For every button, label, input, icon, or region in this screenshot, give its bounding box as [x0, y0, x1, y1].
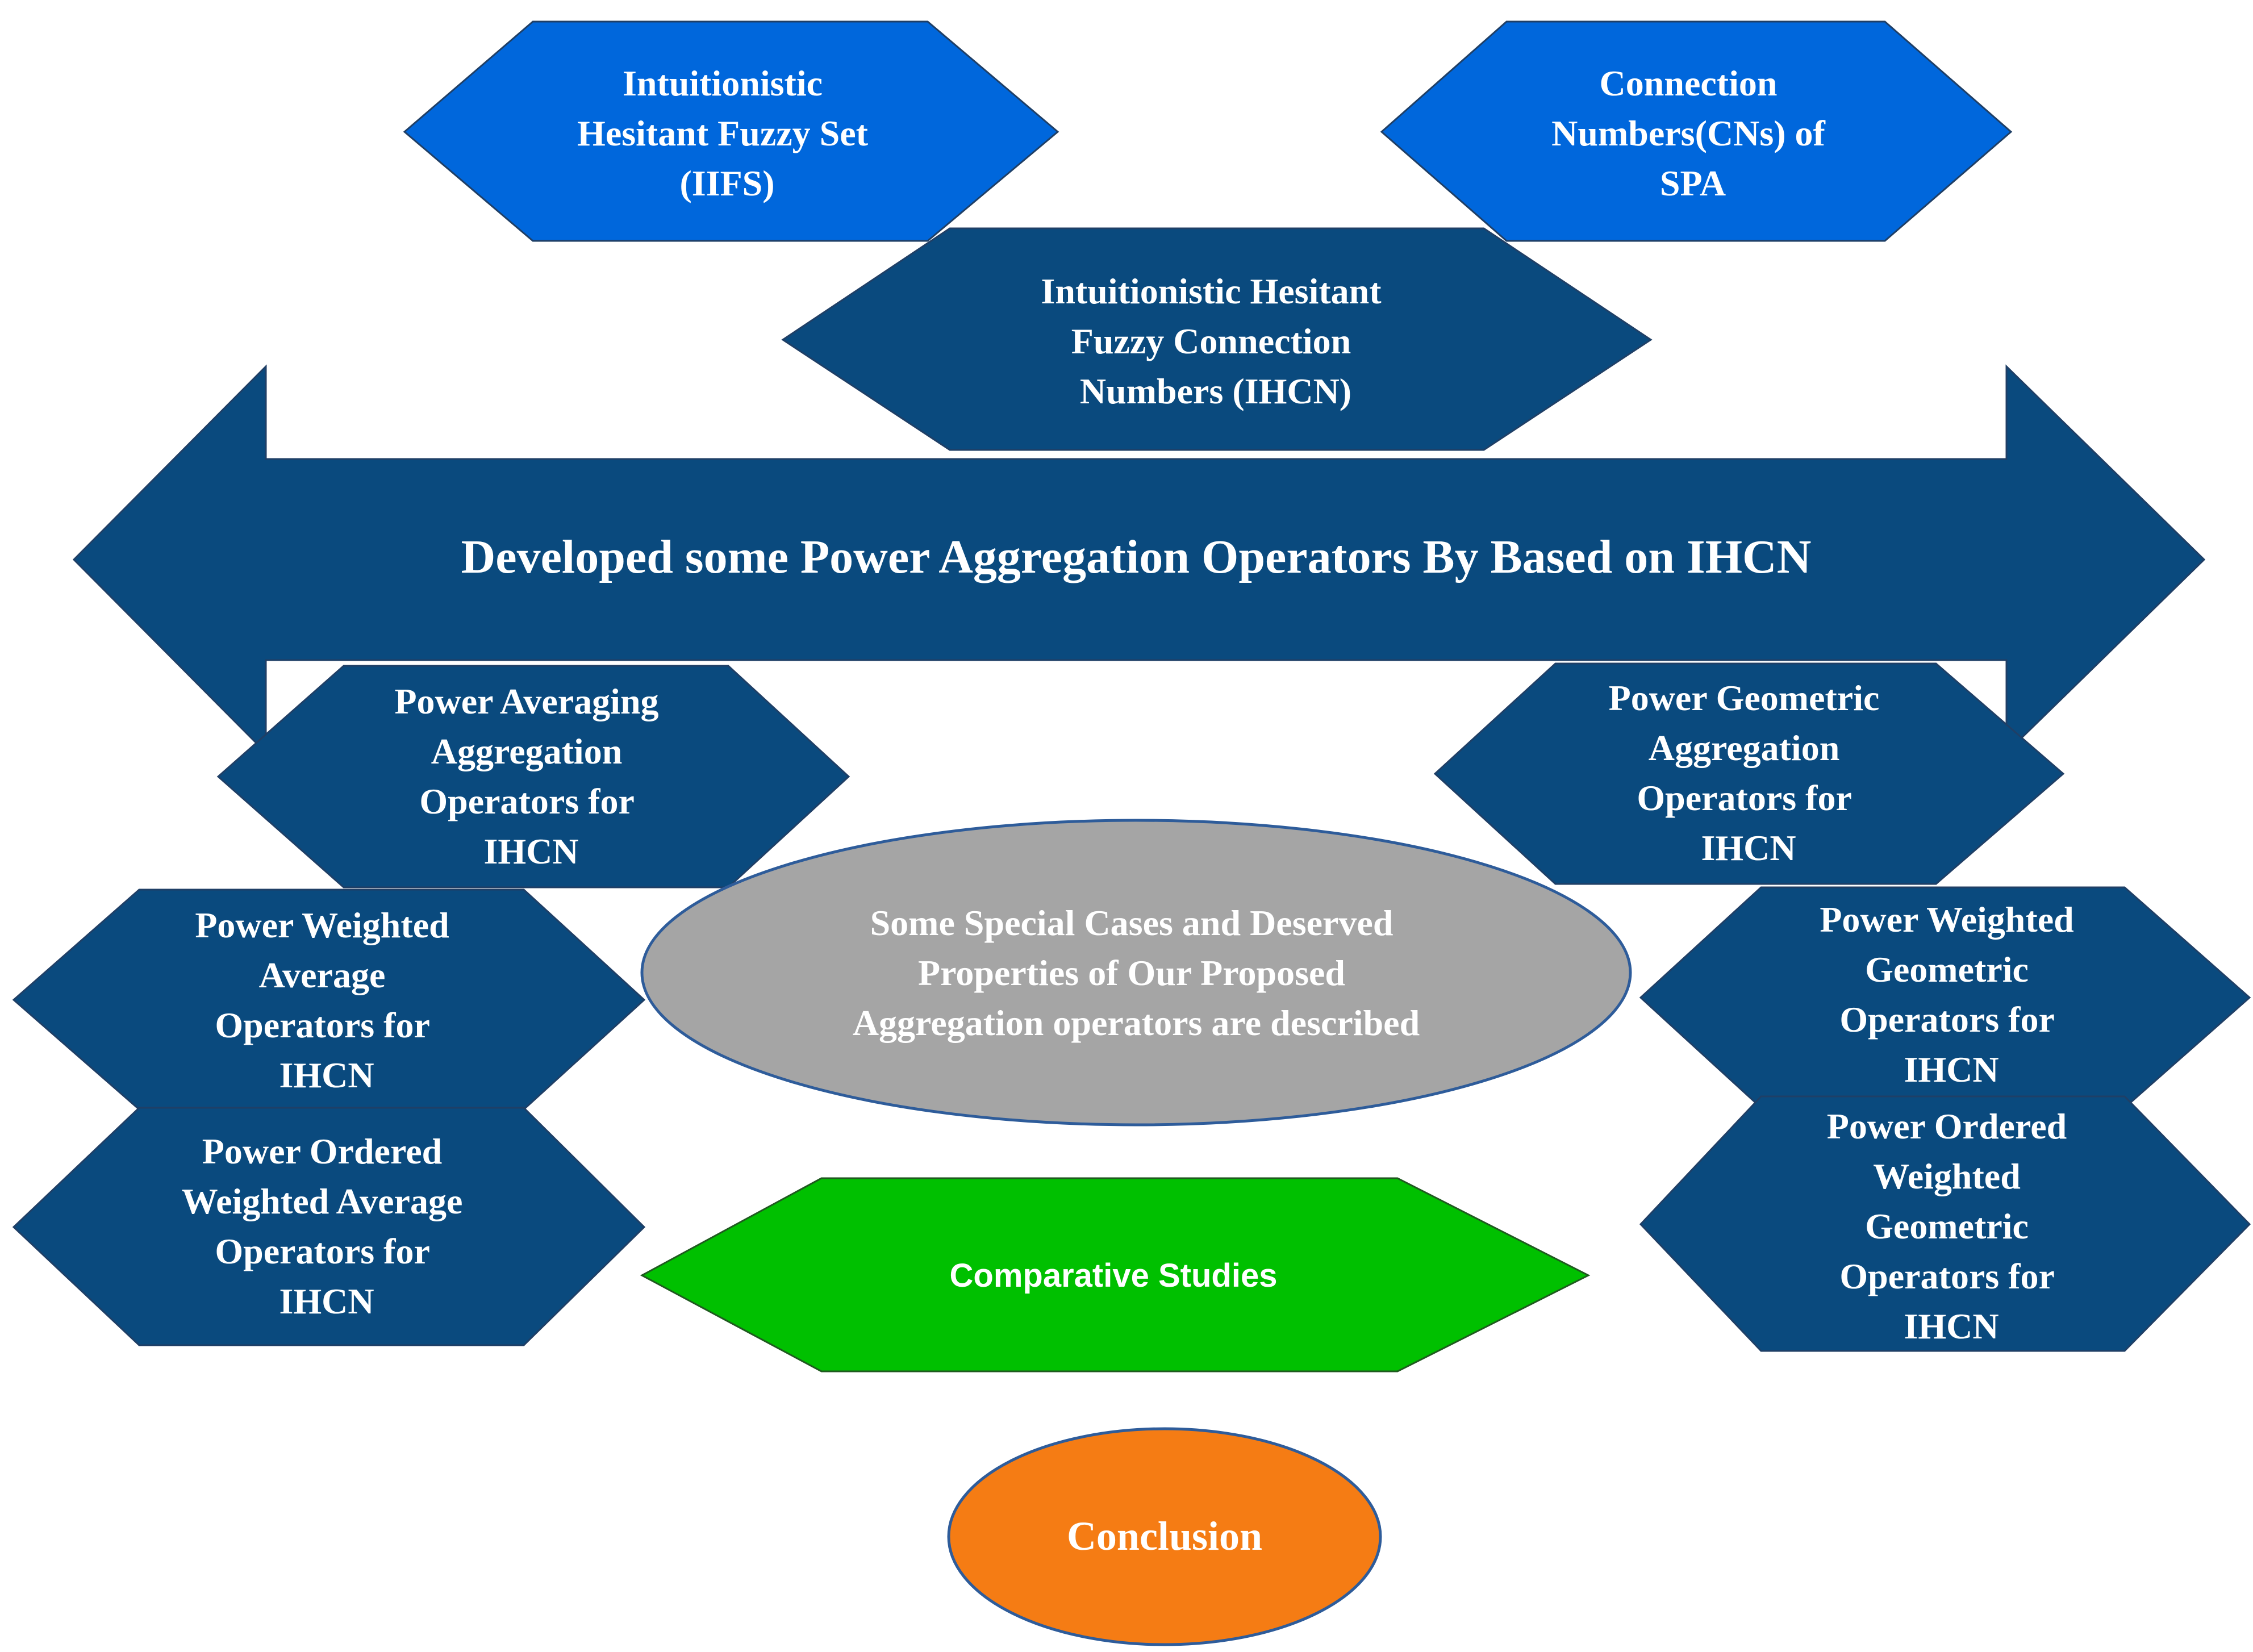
- power-geometric-node: Power Geometric Aggregation Operators fo…: [1433, 662, 2065, 885]
- conclusion-label-line: Conclusion: [1067, 1513, 1262, 1559]
- powa-label: Power Ordered Weighted Average Operators…: [182, 1131, 472, 1321]
- power-geometric-label: Power Geometric Aggregation Operators fo…: [1609, 678, 1889, 868]
- special-cases-label-line: Properties of Our Proposed: [918, 953, 1345, 993]
- ihcn-label: Intuitionistic Hesitant Fuzzy Connection…: [1041, 271, 1390, 411]
- power-weighted-geometric-label-line: Operators for: [1839, 999, 2054, 1040]
- power-weighted-geometric-label: Power Weighted Geometric Operators for I…: [1820, 899, 2083, 1090]
- power-averaging-label: Power Averaging Aggregation Operators fo…: [394, 681, 667, 871]
- powa-hexagon: [12, 1107, 646, 1346]
- powg-label-line: Weighted: [1873, 1156, 2021, 1196]
- powg-label-line: Geometric: [1865, 1206, 2029, 1246]
- conclusion-ellipse: [947, 1427, 1382, 1646]
- power-weighted-average-label-line: Operators for: [215, 1005, 429, 1045]
- iifs-label-line: (IIFS): [679, 163, 774, 203]
- ihcn-hexagon: [781, 227, 1653, 451]
- main-arrow-label-line: Developed some Power Aggregation Operato…: [461, 531, 1812, 583]
- special-cases-label: Some Special Cases and Deserved Properti…: [853, 903, 1420, 1043]
- powa-label-line: Power Ordered: [202, 1131, 442, 1171]
- power-averaging-hexagon: [216, 665, 850, 888]
- iifs-label: Intuitionistic Hesitant Fuzzy Set (IIFS): [577, 63, 877, 203]
- cn-spa-hexagon: [1380, 20, 2013, 242]
- cn-spa-label-line: Connection: [1600, 63, 1778, 103]
- power-averaging-label-line: Operators for: [419, 781, 634, 821]
- power-geometric-label-line: Aggregation: [1649, 728, 1840, 768]
- conclusion-label: Conclusion: [1067, 1513, 1262, 1559]
- powg-hexagon: [1639, 1095, 2251, 1352]
- special-cases-label-line: Some Special Cases and Deserved: [870, 903, 1393, 943]
- power-weighted-average-label-line: Average: [259, 955, 386, 995]
- iifs-node: Intuitionistic Hesitant Fuzzy Set (IIFS): [403, 20, 1059, 242]
- ihcn-label-line: Intuitionistic Hesitant: [1041, 271, 1382, 311]
- powa-label-line: IHCN: [279, 1281, 374, 1321]
- comparative-label: Comparative Studies: [950, 1257, 1278, 1294]
- power-weighted-average-label: Power Weighted Average Operators for IHC…: [195, 905, 458, 1095]
- power-geometric-label-line: Operators for: [1637, 778, 1851, 818]
- power-weighted-geometric-label-line: Geometric: [1865, 949, 2029, 990]
- cn-spa-label-line: Numbers(CNs) of: [1551, 113, 1825, 153]
- power-averaging-label-line: IHCN: [483, 831, 578, 871]
- powa-label-line: Weighted Average: [182, 1181, 463, 1221]
- comparative-label-line: Comparative Studies: [950, 1257, 1278, 1294]
- power-weighted-average-node: Power Weighted Average Operators for IHC…: [12, 888, 646, 1111]
- power-geometric-hexagon: [1433, 662, 2065, 885]
- power-averaging-node: Power Averaging Aggregation Operators fo…: [216, 665, 850, 888]
- powg-label-line: IHCN: [1904, 1306, 1999, 1346]
- comparative-node: Comparative Studies: [640, 1177, 1591, 1373]
- special-cases-label-line: Aggregation operators are described: [853, 1003, 1420, 1043]
- comparative-hexagon: [640, 1177, 1591, 1373]
- special-cases-node: Some Special Cases and Deserved Properti…: [640, 819, 1632, 1127]
- powg-label-line: Operators for: [1839, 1256, 2054, 1296]
- powg-node: Power Ordered Weighted Geometric Operato…: [1639, 1095, 2251, 1352]
- main-arrow-shape: [72, 364, 2206, 755]
- power-weighted-average-label-line: IHCN: [279, 1055, 374, 1095]
- ihcn-label-line: Numbers (IHCN): [1080, 371, 1351, 411]
- power-geometric-label-line: Power Geometric: [1609, 678, 1880, 718]
- power-weighted-geometric-label-line: Power Weighted: [1820, 899, 2073, 940]
- power-weighted-average-label-line: Power Weighted: [195, 905, 449, 945]
- special-cases-ellipse: [640, 819, 1632, 1127]
- main-arrow-label: Developed some Power Aggregation Operato…: [461, 531, 1812, 583]
- cn-spa-label-line: SPA: [1660, 163, 1726, 203]
- main-double-arrow: Developed some Power Aggregation Operato…: [72, 364, 2206, 755]
- iifs-label-line: Intuitionistic: [623, 63, 823, 103]
- cn-spa-node: Connection Numbers(CNs) of SPA: [1380, 20, 2013, 242]
- cn-spa-label: Connection Numbers(CNs) of SPA: [1551, 63, 1834, 203]
- conclusion-node: Conclusion: [947, 1427, 1382, 1646]
- ihcn-label-line: Fuzzy Connection: [1071, 321, 1351, 361]
- power-weighted-geometric-node: Power Weighted Geometric Operators for I…: [1639, 886, 2251, 1109]
- power-geometric-label-line: IHCN: [1701, 828, 1796, 868]
- powg-label-line: Power Ordered: [1827, 1106, 2067, 1146]
- power-averaging-label-line: Aggregation: [431, 731, 623, 771]
- power-averaging-label-line: Power Averaging: [394, 681, 658, 721]
- power-weighted-geometric-label-line: IHCN: [1904, 1049, 1999, 1090]
- powa-label-line: Operators for: [215, 1231, 429, 1271]
- powa-node: Power Ordered Weighted Average Operators…: [12, 1107, 646, 1346]
- iifs-label-line: Hesitant Fuzzy Set: [577, 113, 869, 153]
- powg-label: Power Ordered Weighted Geometric Operato…: [1827, 1106, 2076, 1346]
- iifs-hexagon: [403, 20, 1059, 242]
- ihcn-node: Intuitionistic Hesitant Fuzzy Connection…: [781, 227, 1653, 451]
